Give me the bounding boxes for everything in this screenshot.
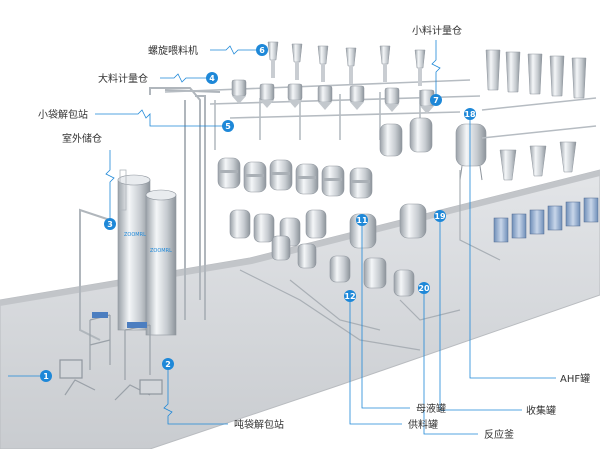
svg-text:2: 2 xyxy=(165,360,171,369)
marker-18: 18 xyxy=(464,108,476,120)
silo-a-top xyxy=(117,174,151,186)
silo-b-brand: ZOOMRL xyxy=(150,248,172,254)
floor-slab xyxy=(0,169,600,449)
marker-3: 3 xyxy=(104,218,116,230)
marker-6: 6 xyxy=(256,44,268,56)
screw-feeder-row xyxy=(267,41,426,86)
marker-7: 7 xyxy=(430,94,442,106)
silo-cage xyxy=(119,169,127,211)
label-collection-tank: 收集罐 xyxy=(526,404,556,417)
floor-edge xyxy=(0,170,600,306)
scale-bin-row xyxy=(231,79,435,114)
marker-20: 20 xyxy=(418,282,430,294)
line-outdoor-silo xyxy=(105,150,115,218)
ahf-tank xyxy=(455,123,487,181)
label-bulk-scale-bin: 大料计量仓 xyxy=(98,72,148,85)
line-bulk-scale xyxy=(160,73,206,83)
silo-b xyxy=(145,194,177,336)
line-screw-feeder xyxy=(210,45,256,55)
reactor-rows xyxy=(217,117,487,297)
outdoor-silo-group: ZOOMRL ZOOMRL xyxy=(117,169,177,336)
label-mother-liquor-tank: 母液罐 xyxy=(416,402,446,415)
marker-12: 12 xyxy=(344,290,356,302)
line-collect xyxy=(439,222,522,411)
label-supply-tank: 供料罐 xyxy=(408,418,438,431)
callout-markers: 6 4 5 3 7 1 2 11 12 18 19 20 xyxy=(40,44,476,382)
reactor-row-3 xyxy=(271,235,415,297)
reactor-row-1 xyxy=(217,117,433,199)
svg-text:4: 4 xyxy=(209,74,215,83)
marker-2: 2 xyxy=(162,358,174,370)
marker-4: 4 xyxy=(206,72,218,84)
marker-1: 1 xyxy=(40,370,52,382)
marker-19: 19 xyxy=(434,210,446,222)
label-small-bag-station: 小袋解包站 xyxy=(38,108,88,121)
svg-text:1: 1 xyxy=(43,372,49,381)
line-reactor xyxy=(423,294,478,435)
svg-text:3: 3 xyxy=(107,220,113,229)
marker-5: 5 xyxy=(222,120,234,132)
line-small-scale xyxy=(431,40,441,94)
callout-labels: 螺旋喂料机 大料计量仓 小袋解包站 室外储仓 小料计量仓 吨袋解包站 母液罐 供… xyxy=(38,24,590,441)
svg-text:20: 20 xyxy=(418,284,430,293)
svg-text:6: 6 xyxy=(259,46,265,55)
line-2 xyxy=(163,370,228,425)
bag-stations xyxy=(59,312,163,401)
label-ahf-tank: AHF罐 xyxy=(560,372,590,385)
ground-piping xyxy=(239,170,501,351)
line-ahf xyxy=(469,120,556,379)
label-outdoor-silo: 室外储仓 xyxy=(62,132,102,145)
reactor-row-2 xyxy=(229,203,427,249)
silo-a-brand: ZOOMRL xyxy=(124,232,146,238)
marker-11: 11 xyxy=(356,214,368,226)
line-mother xyxy=(361,226,410,409)
blue-module-row xyxy=(493,197,599,243)
label-ton-bag-station: 吨袋解包站 xyxy=(234,418,284,431)
svg-text:7: 7 xyxy=(433,96,439,105)
label-screw-feeder: 螺旋喂料机 xyxy=(148,44,198,57)
silo-a xyxy=(117,179,151,331)
svg-text:12: 12 xyxy=(344,292,355,301)
line-small-bag xyxy=(95,109,222,127)
right-equipment xyxy=(481,49,599,243)
label-small-scale-bin: 小料计量仓 xyxy=(412,24,462,37)
callout-lines xyxy=(8,40,556,435)
svg-text:19: 19 xyxy=(434,212,446,221)
label-reactor: 反应釜 xyxy=(484,428,514,441)
svg-text:11: 11 xyxy=(356,216,368,225)
line-supply xyxy=(349,302,402,425)
svg-text:18: 18 xyxy=(464,110,476,119)
svg-text:5: 5 xyxy=(225,122,231,131)
silo-b-top xyxy=(145,189,177,201)
